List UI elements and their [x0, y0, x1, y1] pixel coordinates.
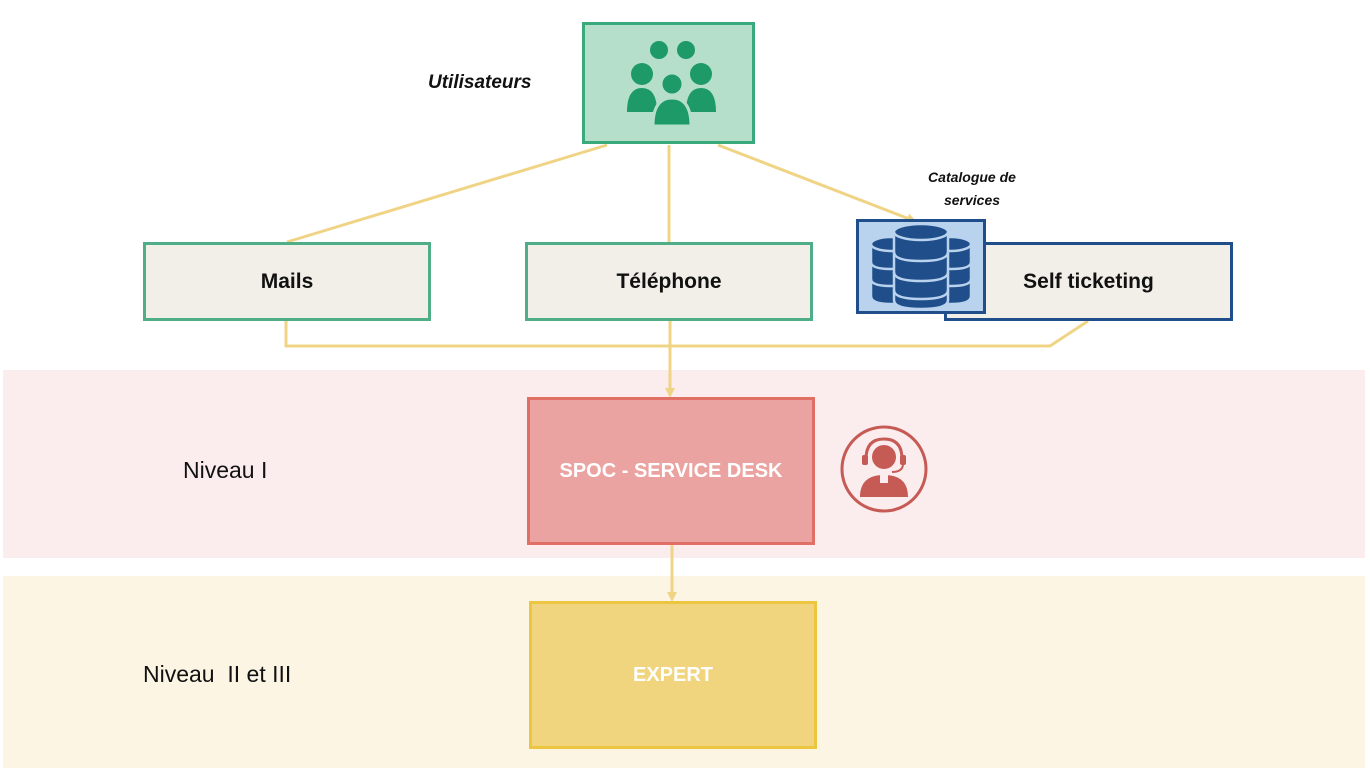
spoc-label: SPOC - SERVICE DESK [559, 459, 783, 482]
connector-users-catalog [717, 143, 917, 223]
telephone-box: Téléphone [525, 242, 813, 321]
database-icon [869, 222, 973, 311]
expert-box: EXPERT [529, 601, 817, 749]
self-ticketing-label: Self ticketing [1023, 269, 1154, 293]
level-1-label: Niveau I [183, 457, 268, 483]
users-label: Utilisateurs [428, 72, 532, 93]
connector-mails-merge [284, 319, 1089, 348]
connector-users-mails [286, 143, 608, 244]
headset-agent-icon [840, 425, 928, 513]
telephone-label: Téléphone [616, 269, 722, 293]
level-2-3-label: Niveau II et III [143, 661, 292, 687]
spoc-service-desk-box: SPOC - SERVICE DESK [527, 397, 815, 545]
mails-box: Mails [143, 242, 431, 321]
mails-label: Mails [260, 269, 314, 293]
self-ticketing-box: Self ticketing [944, 242, 1233, 321]
expert-label: EXPERT [632, 663, 714, 686]
catalog-label: Catalogue de services [928, 169, 1016, 208]
users-group-icon [627, 41, 716, 126]
